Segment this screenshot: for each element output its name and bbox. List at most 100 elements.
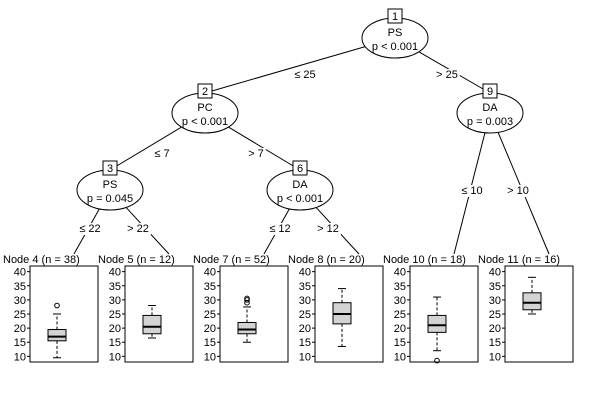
terminal-node-10: Node 10 (n = 18)40 35 30 25 20 15 10 [383, 254, 479, 364]
iqr-box [47, 329, 67, 342]
y-tick-label: 35 [204, 281, 216, 293]
boxplot-panel [504, 265, 574, 363]
y-tick-label: 40 [394, 267, 406, 279]
y-tick-label: 20 [109, 323, 121, 335]
y-tick-label: 35 [299, 281, 311, 293]
terminal-node-title: Node 8 (n = 20) [288, 254, 365, 266]
node-pvalue-label: p < 0.001 [277, 193, 323, 205]
node-id-box [387, 8, 403, 24]
y-tick-label: 20 [394, 323, 406, 335]
y-tick-label: 15 [299, 337, 311, 349]
edge-label-6-8: > 12 [317, 223, 339, 235]
y-tick-label: 25 [14, 309, 26, 321]
iqr-box [427, 314, 447, 333]
y-tick-label: 30 [109, 295, 121, 307]
y-tick-label: 20 [489, 323, 501, 335]
y-tick-label: 15 [204, 337, 216, 349]
y-tick-label: 25 [109, 309, 121, 321]
y-tick-label: 30 [299, 295, 311, 307]
edge-label-2-6: > 7 [248, 148, 264, 160]
node-pvalue-label: p = 0.003 [467, 116, 513, 128]
node-variable-label: PC [197, 102, 212, 114]
iqr-box [522, 292, 542, 311]
y-tick-label: 10 [394, 351, 406, 363]
y-tick-label: 40 [299, 267, 311, 279]
y-tick-label: 15 [109, 337, 121, 349]
terminal-node-4: Node 4 (n = 38)40 35 30 25 20 15 10 [3, 254, 99, 363]
y-tick-label: 40 [14, 267, 26, 279]
edge-label-bg [459, 185, 485, 197]
edge-label-1-2: ≤ 25 [294, 69, 315, 81]
y-tick-label: 15 [394, 337, 406, 349]
edge-label-2-3: ≤ 7 [154, 148, 169, 160]
terminal-node-title: Node 5 (n = 12) [98, 254, 175, 266]
edge-label-6-7: ≤ 12 [269, 223, 290, 235]
y-tick-label: 10 [109, 351, 121, 363]
node-id-box [292, 160, 308, 176]
y-tick-label: 25 [489, 309, 501, 321]
y-tick-label: 15 [489, 337, 501, 349]
y-tick-label: 20 [204, 323, 216, 335]
node-pvalue-label: p = 0.045 [87, 193, 133, 205]
y-tick-label: 30 [14, 295, 26, 307]
y-tick-label: 10 [14, 351, 26, 363]
node-variable-label: PS [388, 27, 403, 39]
y-tick-label: 40 [109, 267, 121, 279]
y-tick-label: 40 [204, 267, 216, 279]
y-tick-label: 35 [489, 281, 501, 293]
inner-node-6: 6DA p < 0.001 [266, 160, 334, 211]
edge-label-3-5: > 22 [127, 223, 149, 235]
node-variable-label: DA [292, 179, 308, 191]
node-id-label: 9 [487, 86, 493, 98]
edge-label-bg [434, 69, 460, 81]
edge-label-bg [246, 148, 266, 160]
node-id-box [102, 160, 118, 176]
node-id-label: 2 [202, 86, 208, 98]
edge-label-bg [267, 223, 293, 235]
terminal-node-title: Node 11 (n = 16) [478, 254, 560, 266]
terminal-node-title: Node 4 (n = 38) [3, 254, 80, 266]
outlier-point [434, 357, 440, 364]
edge-label-1-9: > 25 [436, 69, 458, 81]
boxplot-panel [409, 265, 479, 363]
edge-label-bg [315, 223, 341, 235]
edge-label-9-10: ≤ 10 [461, 185, 482, 197]
node-pvalue-label: p < 0.001 [182, 116, 228, 128]
node-id-label: 6 [297, 163, 303, 175]
y-tick-label: 35 [14, 281, 26, 293]
y-tick-label: 35 [394, 281, 406, 293]
edge-2-3 [109, 126, 182, 171]
edge-label-bg [292, 69, 318, 81]
y-tick-label: 20 [14, 323, 26, 335]
edge-label-bg [125, 223, 151, 235]
terminal-node-title: Node 10 (n = 18) [383, 254, 466, 266]
edge-label-bg [152, 148, 172, 160]
y-tick-label: 25 [204, 309, 216, 321]
edge-labels-layer: ≤ 25 > 25 ≤ 7 > 7 ≤ 22 > 22 ≤ 12 > 12 ≤ 10 > 10 [77, 69, 531, 235]
y-tick-label: 15 [14, 337, 26, 349]
iqr-box [237, 321, 257, 335]
y-tick-label: 25 [394, 309, 406, 321]
y-tick-label: 35 [109, 281, 121, 293]
node-id-label: 3 [107, 163, 113, 175]
y-tick-label: 10 [299, 351, 311, 363]
boxplot-panel [124, 265, 194, 363]
y-tick-label: 40 [489, 267, 501, 279]
y-tick-label: 30 [204, 295, 216, 307]
node-id-box [482, 83, 498, 99]
edge-label-3-4: ≤ 22 [79, 223, 100, 235]
edge-label-9-11: > 10 [507, 185, 529, 197]
y-tick-label: 30 [394, 295, 406, 307]
boxplot-panel [29, 265, 99, 363]
iqr-box [142, 314, 162, 335]
outlier-point [54, 302, 60, 309]
y-tick-label: 10 [204, 351, 216, 363]
